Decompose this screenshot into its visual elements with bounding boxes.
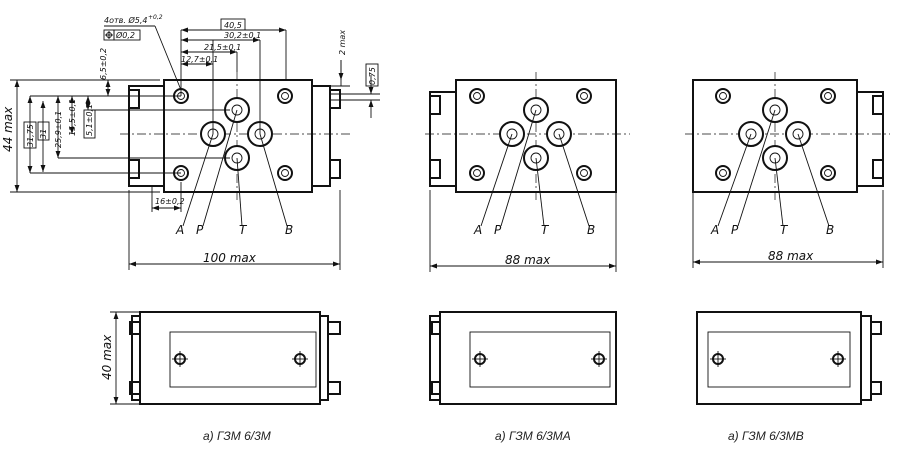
- caption-a: а) ГЗМ 6/3М: [203, 429, 271, 443]
- view-b-top: A P T B 88 max: [425, 72, 630, 272]
- dim-0-75: 0,75: [368, 67, 377, 85]
- dim-21-5: 21,5±0,1: [204, 43, 241, 52]
- view-a-side: 40 max а) ГЗМ 6/3М: [100, 311, 341, 443]
- dim-40-5: 40,5: [224, 21, 242, 30]
- dim-width-a: 100 max: [203, 251, 257, 265]
- dim-width-b: 88 max: [505, 253, 551, 267]
- right-flange: [311, 85, 331, 187]
- port-label-a-c: A: [710, 223, 719, 237]
- port-label-p-b: P: [494, 223, 502, 237]
- valve-body: [163, 79, 313, 193]
- dim-2max: 2 max: [338, 30, 347, 55]
- view-a-top: A P T B 100 max 44 max 31,75 31 25,9±0,1…: [1, 14, 380, 270]
- dim-30-2: 30,2±0,1: [224, 31, 261, 40]
- view-c-side: а) ГЗМ 6/3МВ: [696, 311, 882, 443]
- port-label-a: A: [175, 223, 184, 237]
- dim-side-height: 40 max: [100, 334, 114, 380]
- holes-callout: 4отв. Ø5,4: [104, 15, 147, 25]
- port-label-b-c: B: [826, 223, 834, 237]
- dim-16: 16±0,2: [155, 197, 185, 206]
- nameplate-b: [469, 331, 611, 388]
- dim-5-1: 5,1±0,1: [85, 104, 94, 136]
- port-label-t-c: T: [780, 223, 789, 237]
- port-label-b-b: B: [587, 223, 595, 237]
- view-c-top: A P T B 88 max: [685, 72, 890, 268]
- dim-31-75: 31,75: [26, 124, 35, 147]
- dim-15-5: 15,5±0,1: [68, 99, 77, 136]
- view-b-side: а) ГЗМ 6/3МА: [429, 311, 617, 443]
- left-flange: [128, 85, 165, 187]
- port-label-p-c: P: [731, 223, 739, 237]
- holes-tol: +0,2: [148, 14, 163, 21]
- port-label-t-b: T: [541, 223, 550, 237]
- port-label-t: T: [239, 223, 248, 237]
- dim-6-5: 6,5±0,2: [99, 48, 108, 80]
- port-label-p: P: [196, 223, 204, 237]
- position-tolerance: Ø0,2: [115, 30, 135, 40]
- caption-b: а) ГЗМ 6/3МА: [495, 429, 571, 443]
- nameplate-c: [707, 331, 851, 388]
- dim-12-7: 12,7±0,1: [181, 55, 218, 64]
- dim-25-9: 25,9±0,1: [54, 111, 63, 148]
- port-label-a-b: A: [473, 223, 482, 237]
- dim-width-c: 88 max: [768, 249, 814, 263]
- dim-height-a: 44 max: [1, 106, 15, 152]
- port-label-b: B: [285, 223, 293, 237]
- caption-c: а) ГЗМ 6/3МВ: [728, 429, 804, 443]
- dim-31: 31: [39, 129, 48, 139]
- nameplate-a: [169, 331, 317, 388]
